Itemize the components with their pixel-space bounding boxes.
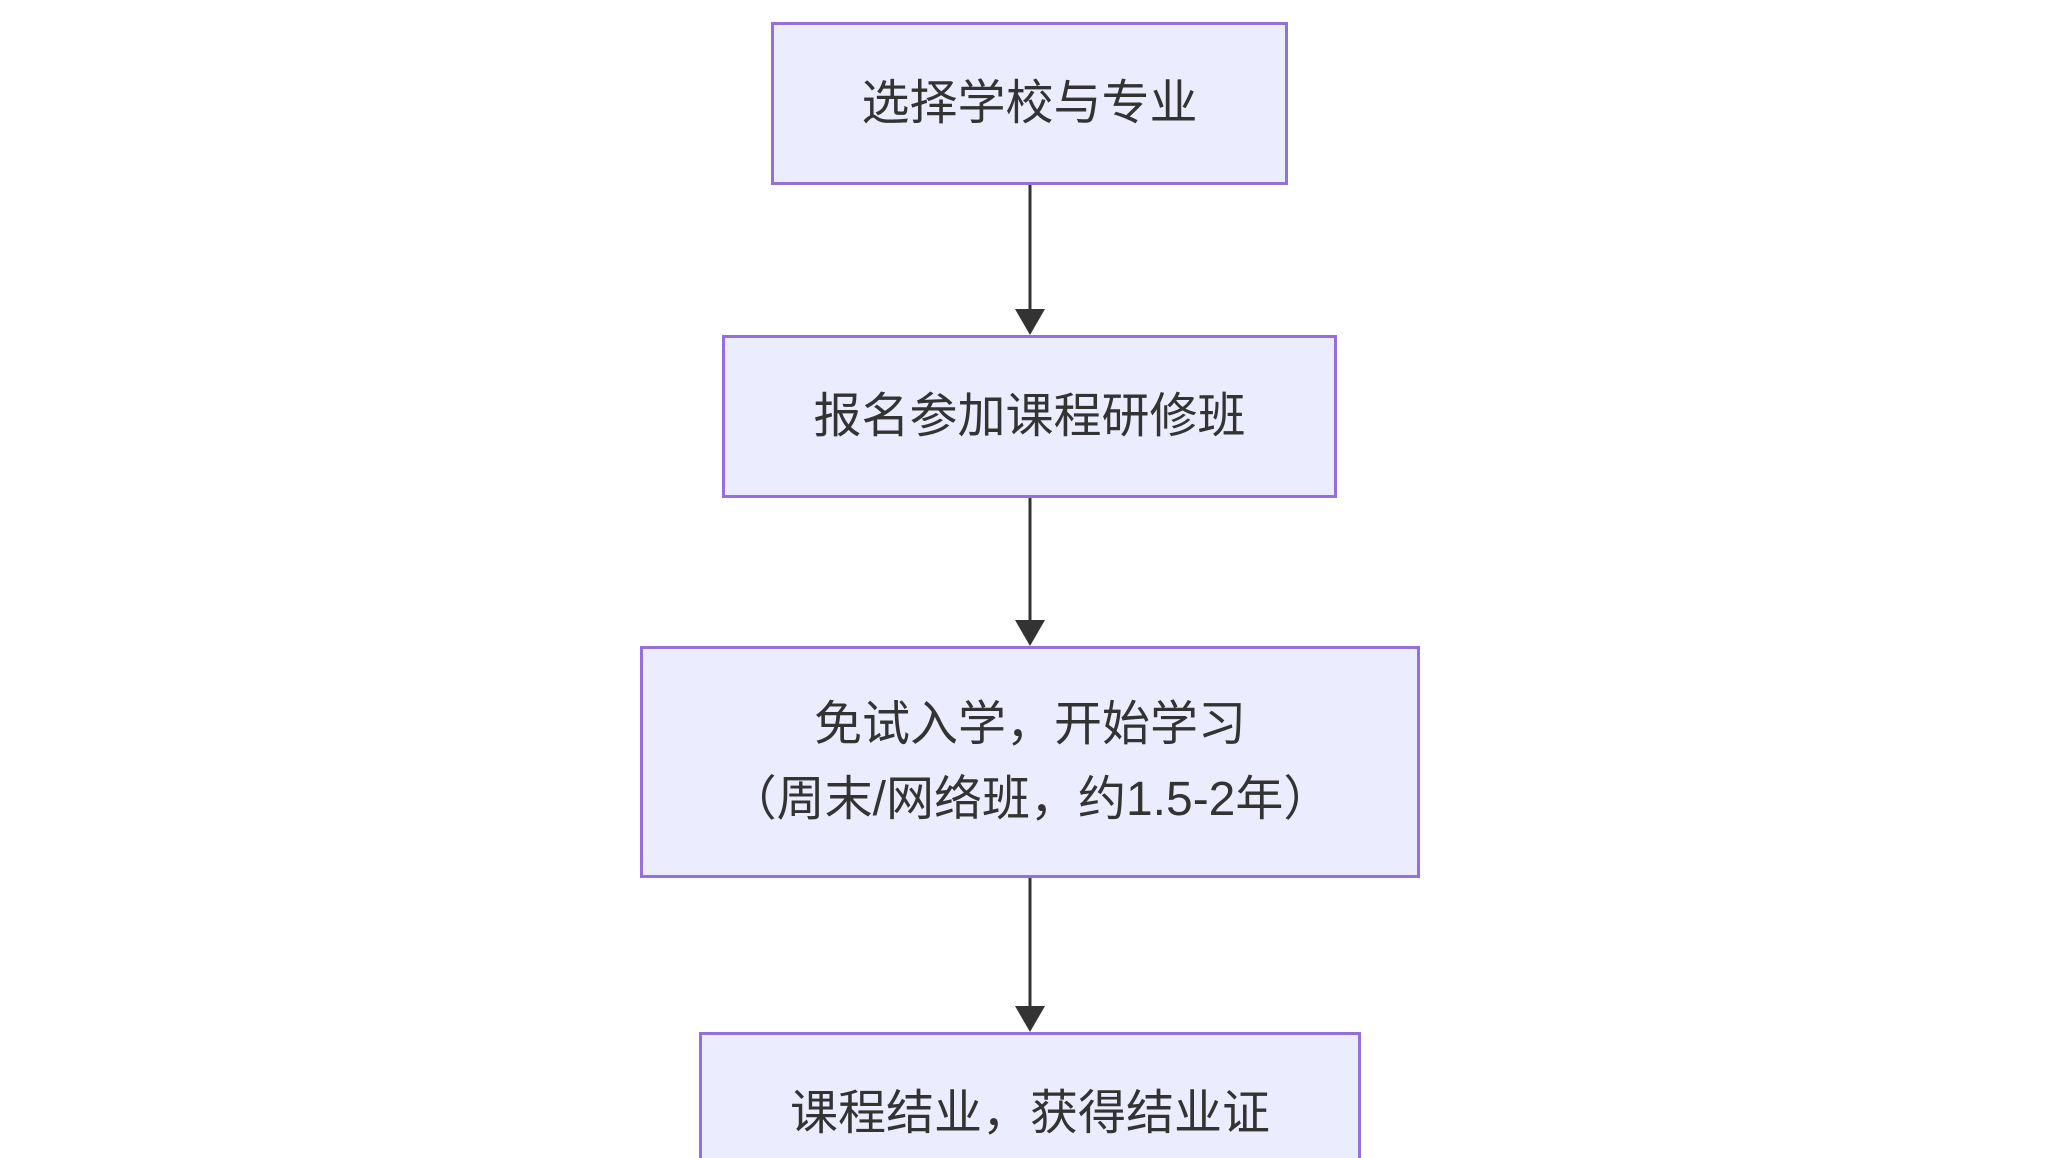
flow-node-choose-school: 选择学校与专业: [771, 22, 1288, 185]
node-label-line-1: 免试入学，开始学习: [813, 698, 1246, 751]
flow-node-completion: 课程结业，获得结业证: [699, 1032, 1361, 1158]
flow-node-register-course: 报名参加课程研修班: [722, 335, 1337, 498]
arrow-head-icon: [1015, 309, 1045, 335]
flow-arrow-3: [1013, 878, 1047, 1032]
arrow-head-icon: [1015, 1006, 1045, 1032]
node-label: 课程结业，获得结业证: [789, 1087, 1270, 1140]
flow-arrow-1: [1013, 185, 1047, 335]
arrow-shaft: [1028, 185, 1032, 315]
arrow-head-icon: [1015, 620, 1045, 646]
arrow-shaft: [1028, 878, 1032, 1012]
arrow-shaft: [1028, 498, 1032, 626]
node-label: 报名参加课程研修班: [813, 390, 1246, 443]
flow-arrow-2: [1013, 498, 1047, 646]
flow-node-study: 免试入学，开始学习 （周末/网络班，约1.5-2年）: [640, 646, 1420, 878]
node-label-line-2: （周末/网络班，约1.5-2年）: [728, 773, 1332, 826]
node-label: 选择学校与专业: [861, 77, 1198, 130]
